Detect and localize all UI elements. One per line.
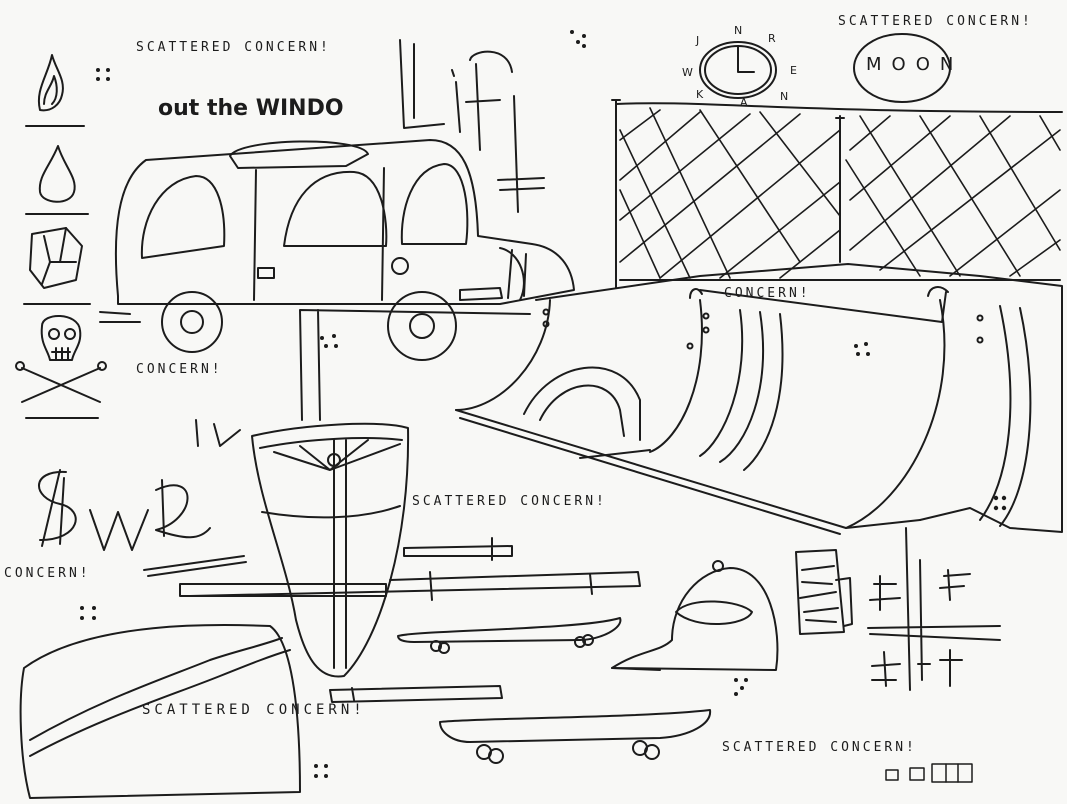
compass-letter-k: K: [696, 88, 704, 101]
dice-icon: [80, 30, 1007, 778]
label-scattered-concern-5: SCATTERED CONCERN!: [722, 740, 917, 755]
label-scattered-concern-1: SCATTERED CONCERN!: [136, 40, 331, 55]
compass-letter-n: N: [734, 24, 743, 37]
moon-icon: [853, 33, 951, 103]
compass-letter-a: A: [740, 96, 748, 109]
skull-crossbones-icon: [15, 314, 107, 419]
compass-letter-j: J: [696, 34, 700, 47]
signature-mark: [885, 763, 973, 783]
label-scattered-concern-2: SCATTERED CONCERN!: [838, 14, 1033, 29]
tarp: [19, 623, 301, 799]
moon-text: MOON: [866, 54, 964, 75]
water-drop-icon: [25, 145, 89, 215]
surfboard: [251, 422, 410, 678]
label-scattered-concern-3: SCATTERED CONCERN!: [412, 494, 607, 509]
rock-icon: [23, 227, 91, 305]
label-scattered-concern-4: SCATTERED CONCERN!: [142, 702, 366, 718]
label-concern-2: CONCERN!: [724, 286, 811, 301]
skateboard-2: [439, 709, 712, 764]
compass-letter-r: R: [768, 32, 776, 45]
halfpipe-ramp: [455, 263, 1063, 535]
notepad-icon: [795, 549, 853, 635]
van: [99, 139, 575, 361]
compass-letter-w: W: [682, 66, 693, 79]
compass-clock: [699, 41, 777, 99]
compass-letter-e: E: [790, 64, 797, 77]
cap-icon: [611, 560, 779, 671]
label-concern-1: CONCERN!: [136, 362, 223, 377]
chain-fence: [611, 99, 1063, 289]
compass-letter-n2: N: [780, 90, 789, 103]
label-concern-3: CONCERN!: [4, 566, 91, 581]
skateboard-1: [397, 617, 622, 654]
fire-icon: [25, 54, 85, 127]
out-the-windo-text: out the WINDO: [158, 96, 344, 121]
